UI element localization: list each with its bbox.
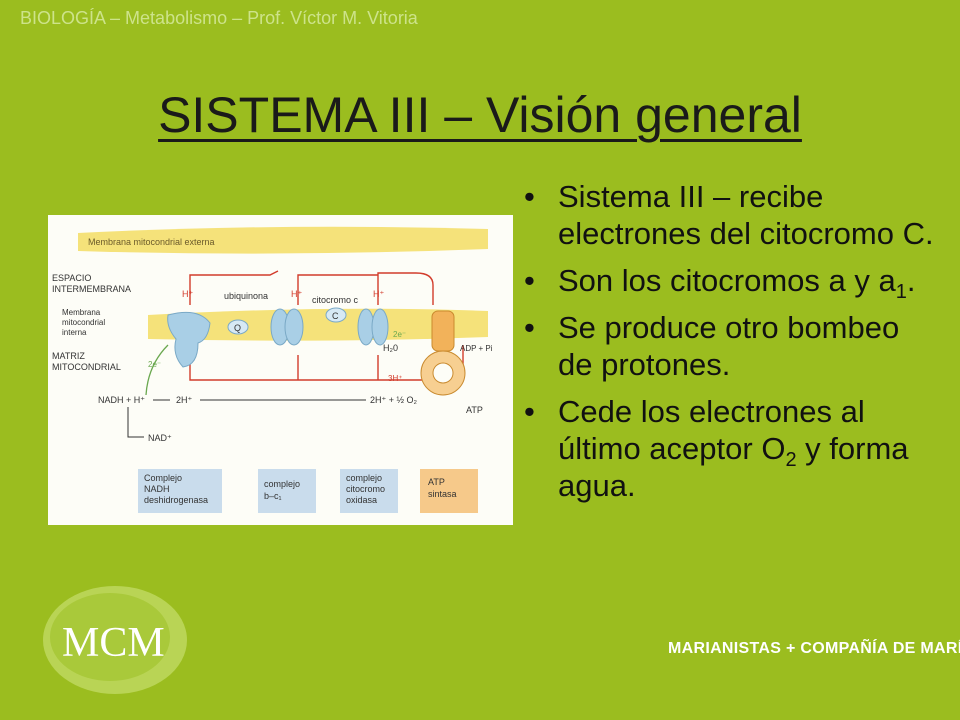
two-e-inner: 2e⁻ — [393, 330, 406, 339]
cytochrome-c — [325, 307, 347, 323]
label-intermembrana: INTERMEMBRANA — [52, 284, 131, 294]
atp-label: ATP — [466, 405, 483, 415]
legend-complejo-bc1: complejo b–c₁ — [258, 469, 316, 513]
bullet-list: Sistema III – recibe electrones del cito… — [522, 178, 942, 514]
two-h-label: 2H⁺ — [176, 395, 193, 405]
label-matriz-1: MATRIZ — [52, 351, 85, 361]
nad-label: NAD⁺ — [148, 433, 172, 443]
svg-text:sintasa: sintasa — [428, 489, 457, 499]
svg-text:NADH: NADH — [144, 484, 170, 494]
svg-text:ATP: ATP — [428, 477, 445, 487]
label-membrana-1: Membrana — [62, 308, 101, 317]
ubiquinona-label: ubiquinona — [224, 291, 268, 301]
label-membrana-2: mitocondrial — [62, 318, 105, 327]
citocromo-c-label: citocromo c — [312, 295, 359, 305]
svg-text:citocromo: citocromo — [346, 484, 385, 494]
svg-text:Complejo: Complejo — [144, 473, 182, 483]
complex-1-protein — [167, 311, 211, 368]
bullet-item: Son los citocromos a y a1. — [522, 262, 942, 302]
label-matriz-2: MITOCONDRIAL — [52, 362, 121, 372]
atp-synthase — [420, 310, 466, 396]
legend-citocromo-oxidasa: complejo citocromo oxidasa — [340, 469, 398, 513]
svg-text:complejo: complejo — [346, 473, 382, 483]
ubiquinone-q — [227, 319, 249, 335]
label-membrana-3: interna — [62, 328, 87, 337]
svg-text:deshidrogenasa: deshidrogenasa — [144, 495, 208, 505]
outer-membrane — [78, 226, 488, 254]
h-plus-2: H⁺ — [291, 289, 302, 299]
outer-membrane-label: Membrana mitocondrial externa — [88, 237, 215, 247]
bullet-item: Se produce otro bombeo de protones. — [522, 309, 942, 383]
q-label: Q — [234, 323, 241, 333]
nadh-label: NADH + H⁺ — [98, 395, 145, 405]
footer-brand: MARIANISTAS + COMPAÑÍA DE MARÍA — [668, 640, 960, 657]
c-label: C — [332, 311, 339, 321]
h-plus-1: H⁺ — [182, 289, 193, 299]
three-h-label: 3H⁺ — [388, 374, 402, 383]
electron-transport-diagram: Membrana mitocondrial externa ESPACIO IN… — [48, 215, 513, 525]
h-plus-3: H⁺ — [373, 289, 384, 299]
mcm-logo: MCM — [40, 582, 190, 702]
bullet-item: Sistema III – recibe electrones del cito… — [522, 178, 942, 252]
bullet-item: Cede los electrones al último aceptor O2… — [522, 393, 942, 504]
legend-atp-sintasa: ATP sintasa — [420, 469, 478, 513]
slide-title: SISTEMA III – Visión general — [158, 87, 802, 143]
complex-4-protein — [357, 308, 389, 346]
svg-text:b–c₁: b–c₁ — [264, 491, 282, 501]
h2o-label: H₂0 — [383, 343, 398, 353]
logo-text: MCM — [62, 620, 165, 666]
label-espacio: ESPACIO — [52, 273, 91, 283]
svg-text:complejo: complejo — [264, 479, 300, 489]
complex-3-protein — [270, 308, 304, 346]
two-h-o2-label: 2H⁺ + ½ O₂ — [370, 395, 418, 405]
legend-complejo-nadh: Complejo NADH deshidrogenasa — [138, 469, 222, 513]
svg-text:oxidasa: oxidasa — [346, 495, 377, 505]
adp-pi-label: ADP + Pi — [460, 344, 493, 353]
course-header: BIOLOGÍA – Metabolismo – Prof. Víctor M.… — [20, 8, 418, 28]
